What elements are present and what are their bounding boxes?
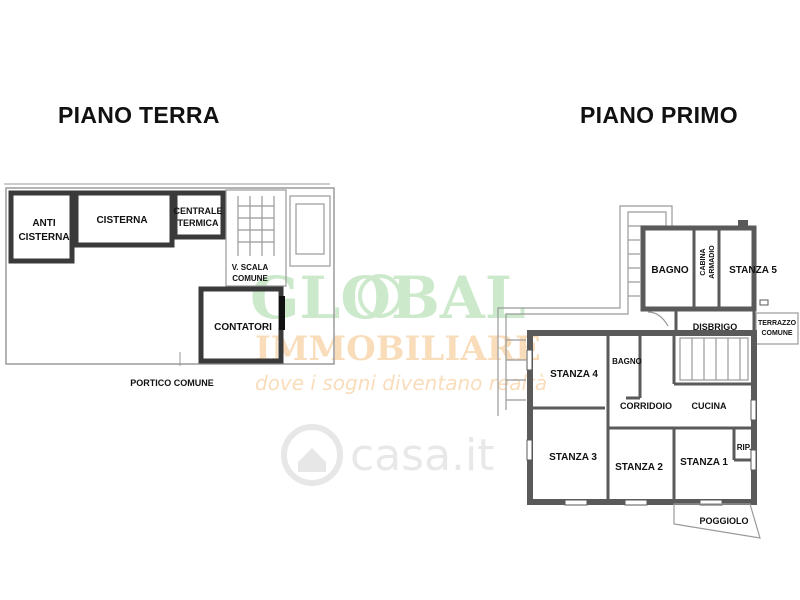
watermark-sub: IMMOBILIARE [255, 329, 541, 369]
label-cisterna-anti: CISTERNA [18, 232, 69, 243]
label-termica: TERMICA [178, 218, 219, 228]
label-cucina: CUCINA [692, 401, 727, 411]
watermark-brand: GLOBAL [250, 264, 526, 332]
casa-watermark: casa.it [281, 424, 495, 486]
label-corridoio: CORRIDOIO [620, 401, 672, 411]
label-stanza5: STANZA 5 [729, 265, 777, 276]
label-cabina: CABINA [700, 248, 707, 275]
label-contatori: CONTATORI [214, 322, 272, 333]
main-block [527, 330, 757, 505]
terrace-comune [755, 312, 799, 345]
ground-stairwell [225, 189, 331, 287]
first-floor-title: PIANO PRIMO [580, 102, 738, 128]
upper-block [640, 225, 757, 312]
room-cisterna [73, 190, 175, 248]
first-floor-labels: BAGNO CABINA ARMADIO STANZA 5 DISBRIGO T… [549, 245, 796, 526]
label-terrazzo-comune: COMUNE [761, 330, 792, 337]
label-poggiolo: POGGIOLO [699, 516, 748, 526]
label-terrazzo: TERRAZZO [758, 320, 797, 327]
watermark: GLOBAL IMMOBILIARE dove i sogni diventan… [250, 264, 547, 395]
first-floor-stairwell [679, 337, 749, 381]
ground-floor-title: PIANO TERRA [58, 102, 220, 128]
label-stanza3: STANZA 3 [549, 452, 597, 463]
label-centrale: CENTRALE [174, 206, 223, 216]
label-bagno: BAGNO [612, 357, 642, 366]
poggiolo-outline [673, 503, 761, 539]
watermark-tagline: dove i sogni diventano realtà [255, 371, 547, 395]
label-stanza2: STANZA 2 [615, 462, 663, 473]
ground-floor-plan [4, 183, 335, 366]
watermark-site: casa.it [350, 430, 495, 481]
ground-floor-labels: ANTI CISTERNA CISTERNA CENTRALE TERMICA … [18, 206, 272, 388]
first-floor-plan [497, 205, 799, 539]
globe-icon [358, 274, 402, 318]
label-stanza1: STANZA 1 [680, 457, 728, 468]
label-disbrigo: DISBRIGO [693, 322, 738, 332]
house-icon [281, 424, 343, 486]
label-comune: COMUNE [232, 274, 268, 283]
label-bagno-upper: BAGNO [651, 265, 688, 276]
portico-outline [5, 187, 335, 365]
room-centrale-termica [172, 190, 226, 240]
room-anti-cisterna [8, 190, 75, 264]
label-stanza4: STANZA 4 [550, 369, 598, 380]
label-anti: ANTI [32, 218, 56, 229]
label-v-scala: V. SCALA [232, 263, 269, 272]
label-portico: PORTICO COMUNE [130, 378, 214, 388]
label-armadio: ARMADIO [709, 245, 716, 279]
label-ripostiglio: RIP. [737, 443, 752, 452]
label-cisterna: CISTERNA [96, 215, 147, 226]
